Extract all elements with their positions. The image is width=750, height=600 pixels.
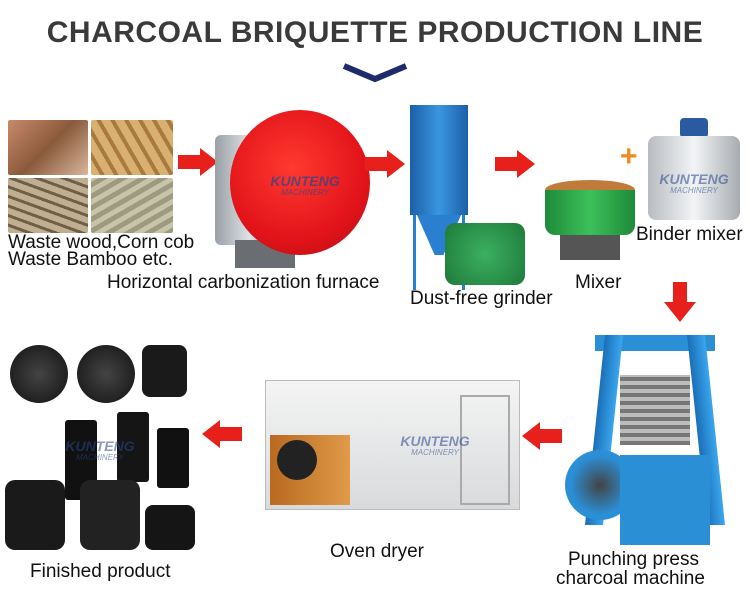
arrow-right-icon	[365, 150, 405, 178]
punching-press-label-line2: charcoal machine	[556, 568, 705, 589]
watermark-sub: MACHINERY	[76, 453, 124, 462]
mixer-image	[540, 180, 640, 265]
arrow-right-icon	[178, 148, 218, 176]
binder-mixer-label: Binder mixer	[636, 224, 743, 245]
watermark-sub: MACHINERY	[670, 186, 718, 195]
watermark-sub: MACHINERY	[411, 448, 459, 457]
plus-icon: +	[620, 140, 638, 173]
mixer-label: Mixer	[575, 272, 622, 293]
raw-materials-label-line2: Waste Bamboo etc.	[8, 249, 174, 270]
watermark-brand: KUNTENG	[400, 433, 470, 449]
page-title: CHARCOAL BRIQUETTE PRODUCTION LINE	[46, 16, 704, 49]
chevron-down-icon	[342, 63, 408, 83]
watermark-sub: MACHINERY	[281, 188, 329, 197]
arrow-left-icon	[522, 422, 562, 450]
arrow-left-icon	[202, 420, 242, 448]
raw-materials-label-line1: Waste wood,Corn cob	[8, 232, 195, 253]
furnace-label: Horizontal carbonization furnace	[107, 272, 380, 293]
watermark-brand: KUNTENG	[65, 438, 135, 454]
watermark-brand: KUNTENG	[270, 173, 340, 189]
arrow-right-icon	[495, 150, 535, 178]
arrow-down-icon	[664, 282, 696, 322]
oven-dryer-label: Oven dryer	[330, 541, 424, 562]
raw-materials-photo	[8, 120, 173, 233]
watermark-brand: KUNTENG	[659, 171, 729, 187]
punching-press-image	[565, 335, 745, 550]
finished-product-label: Finished product	[30, 561, 171, 582]
punching-press-label-line1: Punching press	[568, 549, 699, 570]
dust-free-grinder-image	[405, 105, 530, 290]
grinder-label: Dust-free grinder	[410, 288, 553, 309]
